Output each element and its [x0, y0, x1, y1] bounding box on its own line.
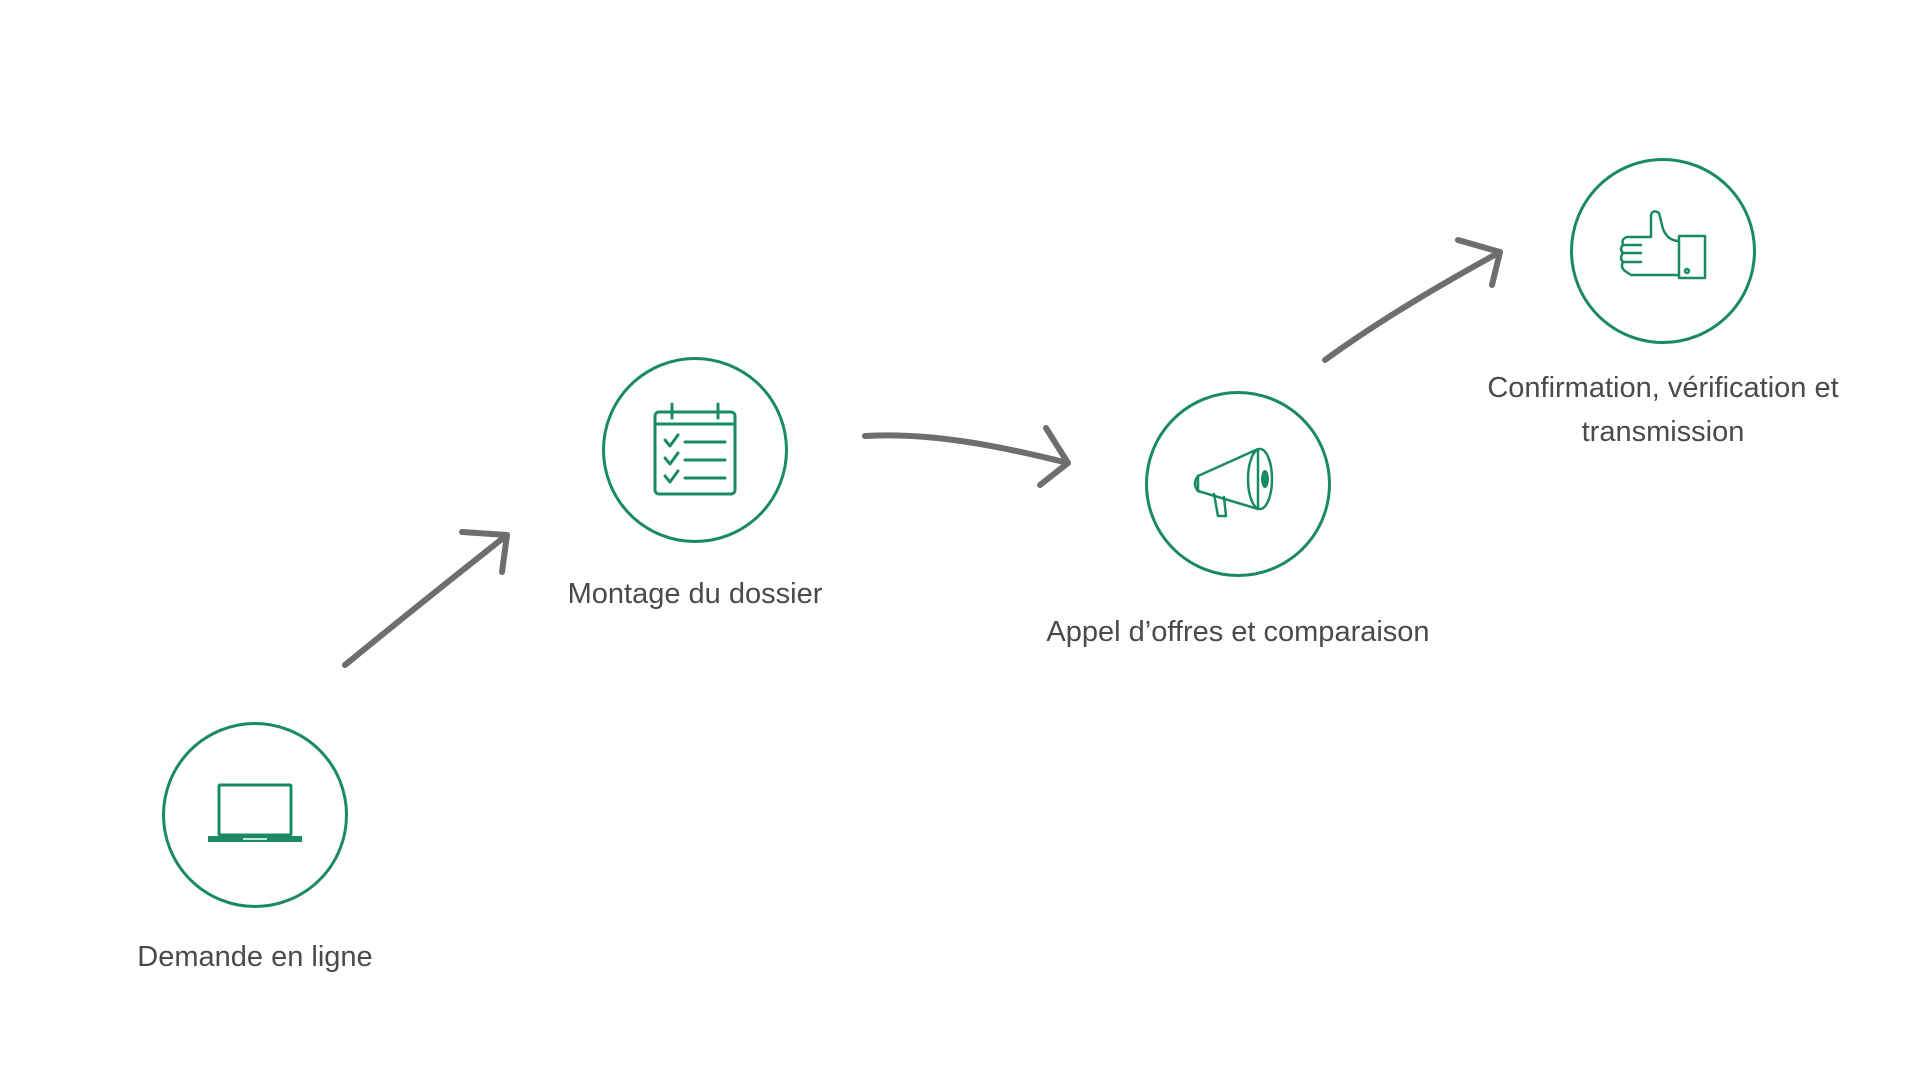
- step-label-line2: transmission: [1581, 416, 1745, 448]
- checklist-calendar-icon: [653, 402, 737, 496]
- arrow-step1-to-step2: [342, 529, 510, 668]
- step-label-line1: Confirmation, vérification et: [1487, 372, 1839, 404]
- step-circle: [162, 722, 348, 908]
- laptop-icon: [208, 783, 302, 842]
- step-label: Confirmation, vérification et transmissi…: [1453, 366, 1873, 454]
- step-circle: [1145, 391, 1331, 577]
- step-label: Appel d’offres et comparaison: [1046, 616, 1430, 648]
- thumbs-up-icon: [1619, 210, 1707, 280]
- step-label: Demande en ligne: [137, 941, 373, 973]
- step-label: Montage du dossier: [567, 578, 823, 610]
- step-circle: [602, 357, 788, 543]
- arrow-step2-to-step3: [862, 425, 1071, 488]
- megaphone-icon: [1193, 447, 1274, 518]
- step-circle: [1570, 158, 1756, 344]
- arrow-step3-to-step4: [1322, 237, 1503, 363]
